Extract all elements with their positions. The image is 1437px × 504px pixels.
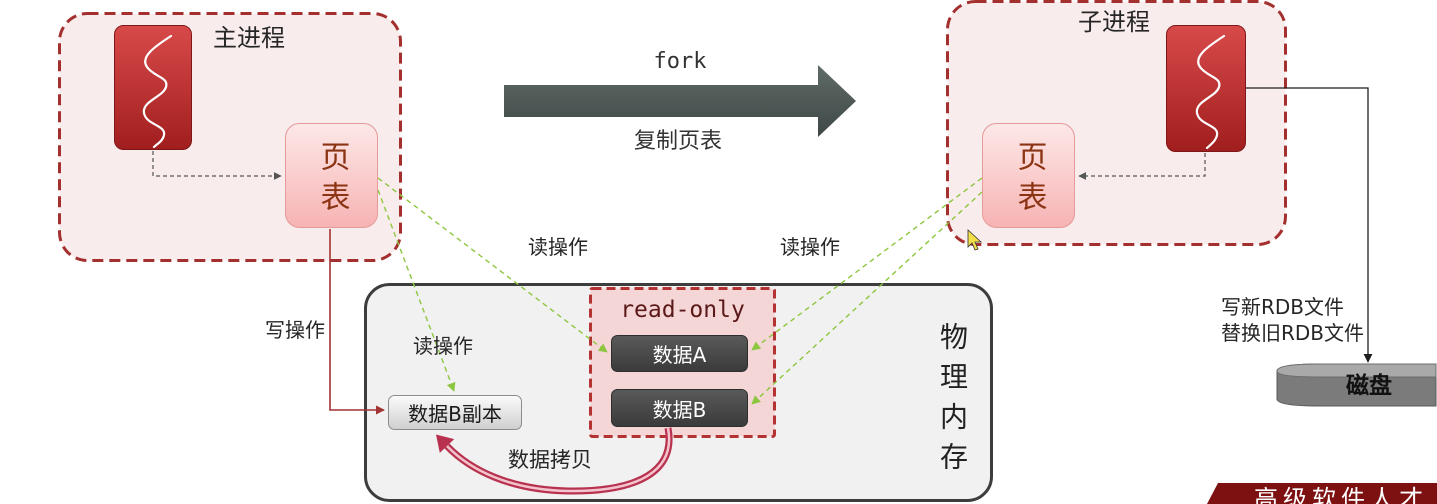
main-read-data-a-arrow [377,177,608,353]
brand-banner [1207,483,1437,504]
write-operation-arrow [329,229,385,415]
data-a-label: 数据A [652,343,707,367]
data-copy-label: 数据拷贝 [508,448,592,472]
main-process-to-page-table-arrow [152,151,282,180]
child-process-title: 子进程 [1078,8,1150,36]
fork-label: fork [653,49,707,74]
data-b-box [611,389,748,427]
main-write-label: 写操作 [265,318,325,342]
child-to-disk-arrow [1246,87,1373,363]
disk-note-line-2: 替换旧RDB文件 [1221,321,1365,345]
child-read-data-a-arrow [751,177,983,351]
child-process-to-page-table-arrow [1078,153,1206,180]
banner-text: 高级软件人才 [1254,485,1428,504]
data-a-box [611,335,748,372]
main-page-table-box [285,123,378,228]
main-process-title: 主进程 [213,24,285,52]
disk-note-line-1: 写新RDB文件 [1221,295,1345,319]
main-read-copy-label: 读操作 [413,334,473,358]
main-page-table-label: 页表 [314,140,350,221]
child-page-table-label: 页表 [1011,140,1047,221]
data-b-copy-label: 数据B副本 [408,402,502,426]
data-copy-arrow [436,427,673,495]
disk-label: 磁盘 [1346,373,1392,399]
fork-caption: 复制页表 [633,129,722,154]
physical-memory-title: 物理内存 [936,322,969,482]
data-b-label: 数据B [652,397,707,422]
child-read-data-b-arrow [751,191,983,405]
child-read-shared-label: 读操作 [780,235,840,259]
main-process-icon [114,25,192,150]
data-b-copy-box [388,395,522,430]
main-read-shared-label: 读操作 [528,235,588,259]
disk-icon [1276,363,1437,407]
child-page-table-box [982,123,1075,228]
fork-arrow [504,65,856,137]
read-only-label: read-only [620,297,745,323]
child-process-icon [1166,25,1246,152]
mouse-cursor-icon [967,229,983,251]
